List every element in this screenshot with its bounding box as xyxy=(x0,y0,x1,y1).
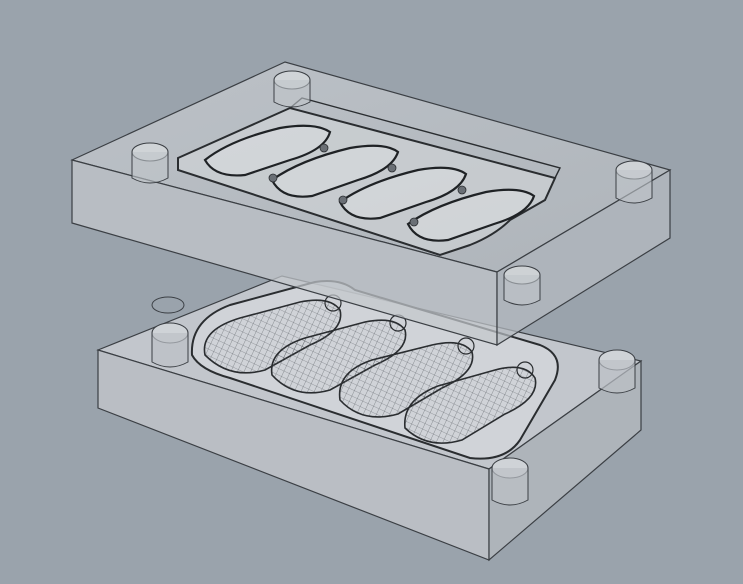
bottom-guide-hole-1 xyxy=(151,322,189,368)
top-guide-boss-1 xyxy=(131,142,169,184)
top-guide-boss-4 xyxy=(503,265,541,306)
bottom-mold-plate[interactable] xyxy=(96,275,643,562)
top-cavity-3 xyxy=(338,166,468,220)
top-guide-boss-2 xyxy=(273,70,311,108)
top-guide-boss-3 xyxy=(615,160,653,204)
bottom-cavity-3 xyxy=(338,337,475,418)
top-cavity-1 xyxy=(203,124,332,177)
top-cavity-frame xyxy=(177,106,557,257)
top-runner-pins xyxy=(268,143,467,227)
bottom-cavity-4 xyxy=(404,361,537,444)
bottom-guide-hole-3 xyxy=(598,349,636,394)
bottom-plate-right-face xyxy=(488,359,642,562)
top-cavity-2 xyxy=(270,144,400,198)
top-cavity-4 xyxy=(406,188,536,242)
top-plate-right-face xyxy=(496,168,671,347)
top-mold-plate[interactable] xyxy=(70,61,672,347)
bottom-guide-hole-2 xyxy=(151,296,185,314)
bottom-guide-hole-4 xyxy=(491,457,529,506)
